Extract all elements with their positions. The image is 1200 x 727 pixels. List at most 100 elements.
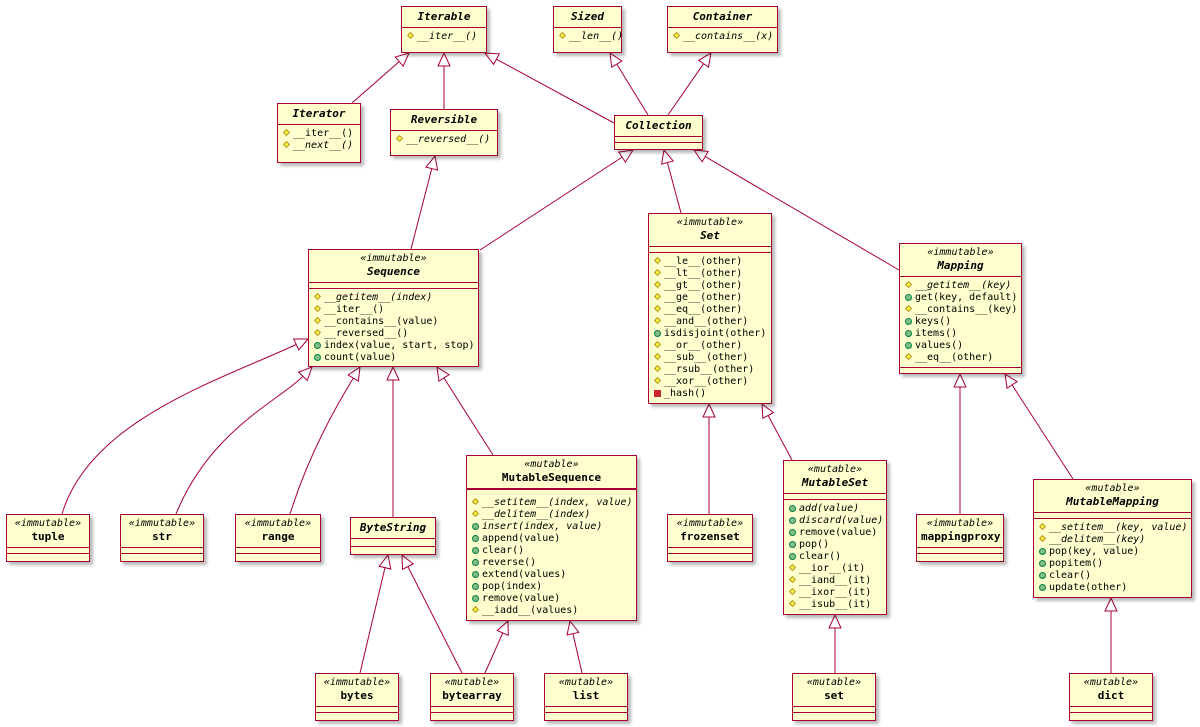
member-list: __reversed__() <box>391 131 497 146</box>
inheritance-arrowhead <box>292 338 310 351</box>
class-tuple: «immutable» tuple <box>6 514 90 562</box>
member-text: __ixor__(it) <box>799 587 872 598</box>
edge-set-collection <box>666 162 682 214</box>
edge-mapping-collection <box>704 156 900 271</box>
member-text: isdisjoint(other) <box>664 328 767 339</box>
public-visibility-icon <box>905 330 912 337</box>
member-row: __setitem__(key, value) <box>1034 522 1191 534</box>
protected-visibility-icon <box>283 142 290 149</box>
member-text: __reversed__() <box>406 134 491 145</box>
stereotype: «mutable» <box>807 464 863 475</box>
class-mutablemapping: «mutable» MutableMapping __setitem__(key… <box>1033 479 1192 598</box>
class-name: set <box>824 689 844 702</box>
protected-visibility-icon <box>789 577 796 584</box>
member-row: keys() <box>900 316 1021 328</box>
class-bytearray: «mutable» bytearray <box>430 673 514 721</box>
class-name: frozenset <box>680 530 740 543</box>
protected-visibility-icon <box>654 366 661 373</box>
protected-visibility-icon <box>407 33 414 40</box>
member-text: remove(value) <box>482 593 561 604</box>
class-name: dict <box>1097 689 1125 702</box>
public-visibility-icon <box>472 547 479 554</box>
stereotype: «immutable» <box>244 518 312 529</box>
member-text: __iand__(it) <box>799 575 872 586</box>
member-text: keys() <box>915 316 952 327</box>
class-name: MutableMapping <box>1066 495 1159 508</box>
member-row: __iadd__(values) <box>467 605 636 617</box>
protected-visibility-icon <box>314 294 321 301</box>
member-row: isdisjoint(other) <box>649 328 771 340</box>
member-row: __contains__(x) <box>668 31 777 43</box>
stereotype: «mutable» <box>1083 677 1139 688</box>
protected-visibility-icon <box>905 306 912 313</box>
class-name: range <box>261 530 295 543</box>
protected-visibility-icon <box>673 33 680 40</box>
member-row: __iter__() <box>309 304 478 316</box>
member-row: remove(value) <box>784 527 886 539</box>
member-row: __ior__(it) <box>784 563 886 575</box>
inheritance-arrowhead <box>828 613 842 629</box>
inheritance-arrowhead <box>437 51 451 67</box>
inheritance-arrowhead <box>702 402 716 418</box>
member-text: extend(values) <box>482 569 567 580</box>
class-bytestring: ByteString <box>350 517 436 555</box>
class-set: «immutable» Set __le__(other)__lt__(othe… <box>648 213 772 404</box>
public-visibility-icon <box>472 583 479 590</box>
protected-visibility-icon <box>1039 524 1046 531</box>
public-visibility-icon <box>472 535 479 542</box>
member-row: reverse() <box>467 557 636 569</box>
class-name: mappingproxy <box>921 530 1001 543</box>
edge-bytearray-mutablesequence <box>484 632 504 674</box>
member-row: __delitem__(key) <box>1034 534 1191 546</box>
member-row: __or__(other) <box>649 340 771 352</box>
member-row: _hash() <box>649 388 771 400</box>
member-text: __contains__(x) <box>683 31 774 42</box>
member-row: __rsub__(other) <box>649 364 771 376</box>
inheritance-arrowhead <box>660 148 675 165</box>
member-text: clear() <box>482 545 525 556</box>
edge-range-sequence <box>289 377 354 515</box>
inheritance-arrowhead <box>566 619 580 636</box>
edge-mutablesequence-sequence <box>443 377 494 456</box>
class-collection: Collection <box>614 115 703 150</box>
member-row: update(other) <box>1034 582 1191 594</box>
stereotype: «mutable» <box>524 459 579 470</box>
member-row: append(value) <box>467 533 636 545</box>
member-row: __getitem__(key) <box>900 280 1021 292</box>
class-name: Iterator <box>292 107 346 120</box>
inheritance-arrowhead <box>394 52 410 68</box>
class-mappingproxy: «immutable» mappingproxy <box>916 514 1004 562</box>
protected-visibility-icon <box>1039 536 1046 543</box>
class-range: «immutable» range <box>235 514 321 562</box>
inheritance-arrowhead <box>953 372 967 388</box>
member-list: __getitem__(key)get(key, default)__conta… <box>900 277 1021 364</box>
inheritance-arrowhead <box>761 402 775 420</box>
protected-visibility-icon <box>559 33 566 40</box>
stereotype: «immutable» <box>676 518 744 529</box>
member-text: __xor__(other) <box>664 376 749 387</box>
stereotype: «immutable» <box>360 253 427 264</box>
member-text: index(value, start, stop) <box>324 340 475 351</box>
inheritance-arrowhead <box>436 365 450 383</box>
member-text: pop() <box>799 539 830 550</box>
public-visibility-icon <box>314 354 321 361</box>
member-text: discard(value) <box>799 515 884 526</box>
member-list: __le__(other)__lt__(other)__gt__(other)_… <box>649 253 771 400</box>
member-row: values() <box>900 340 1021 352</box>
member-text: _hash() <box>664 388 707 399</box>
member-row: extend(values) <box>467 569 636 581</box>
member-list: __setitem__(key, value)__delitem__(key)p… <box>1034 519 1191 594</box>
member-text: pop(index) <box>482 581 543 592</box>
member-row: clear() <box>467 545 636 557</box>
public-visibility-icon <box>472 559 479 566</box>
member-text: __or__(other) <box>664 340 743 351</box>
protected-visibility-icon <box>789 589 796 596</box>
protected-visibility-icon <box>654 306 661 313</box>
member-text: __next__() <box>293 140 354 151</box>
class-mutableset: «mutable» MutableSet add(value)discard(v… <box>783 460 887 615</box>
class-iterable: Iterable __iter__() <box>401 6 487 53</box>
member-text: __delitem__(index) <box>482 509 591 520</box>
inheritance-arrowhead <box>697 52 712 68</box>
member-text: __getitem__(index) <box>324 292 433 303</box>
member-text: values() <box>915 340 964 351</box>
